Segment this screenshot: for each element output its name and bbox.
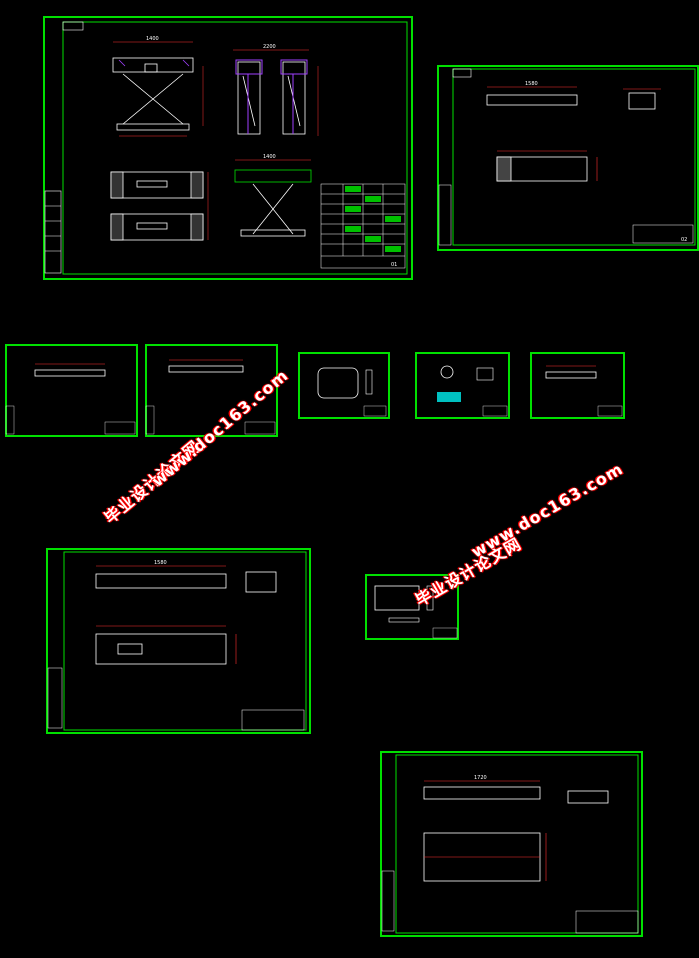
part-drawing-sheet-8[interactable]	[365, 574, 459, 640]
sheet-code-2: 02	[681, 237, 687, 243]
watermark-url-2: www.doc163.com	[468, 459, 627, 562]
dim-top-1: 1400	[146, 36, 159, 42]
part-drawing-sheet-7[interactable]: 1580	[46, 548, 311, 734]
part-drawing-sheet-1[interactable]: 1580 02	[437, 65, 699, 251]
part-drawing-sheet-9[interactable]: 1720	[380, 751, 643, 937]
part-drawing-sheet-5[interactable]	[415, 352, 510, 419]
sheet-code: 01	[391, 262, 397, 268]
part-drawing-sheet-4[interactable]	[298, 352, 390, 419]
dim-part-7: 1580	[154, 560, 167, 566]
dim-part-1: 1580	[525, 81, 538, 87]
part-drawing-sheet-2[interactable]	[5, 344, 138, 437]
dim-top-2: 2200	[263, 44, 276, 50]
assembly-drawing-sheet[interactable]: 1400 2200	[43, 16, 413, 280]
dim-part-9: 1720	[474, 775, 487, 781]
part-drawing-sheet-6[interactable]	[530, 352, 625, 419]
dim-mid: 1400	[263, 154, 276, 160]
part-drawing-sheet-3[interactable]	[145, 344, 278, 437]
